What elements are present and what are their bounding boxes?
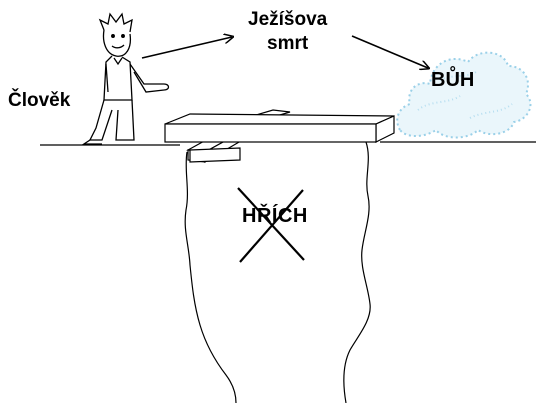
label-god: BŮH: [431, 69, 475, 91]
x-mark-icon: [237, 187, 305, 263]
kneeling-person-icon: [81, 12, 170, 145]
label-jesus-death: Ježíšova smrt: [248, 8, 327, 56]
arrow-icon: [351, 35, 428, 68]
label-person: Člověk: [8, 90, 71, 111]
arrow-icon: [141, 37, 232, 59]
label-jesus-death-line1: Ježíšova: [248, 9, 328, 30]
cloud-icon: [396, 51, 532, 139]
label-jesus-death-line2: smrt: [267, 33, 309, 54]
cross-bridge-icon: [164, 109, 395, 164]
label-sin: HŘÍCH: [242, 205, 308, 227]
chasm: [184, 141, 371, 404]
